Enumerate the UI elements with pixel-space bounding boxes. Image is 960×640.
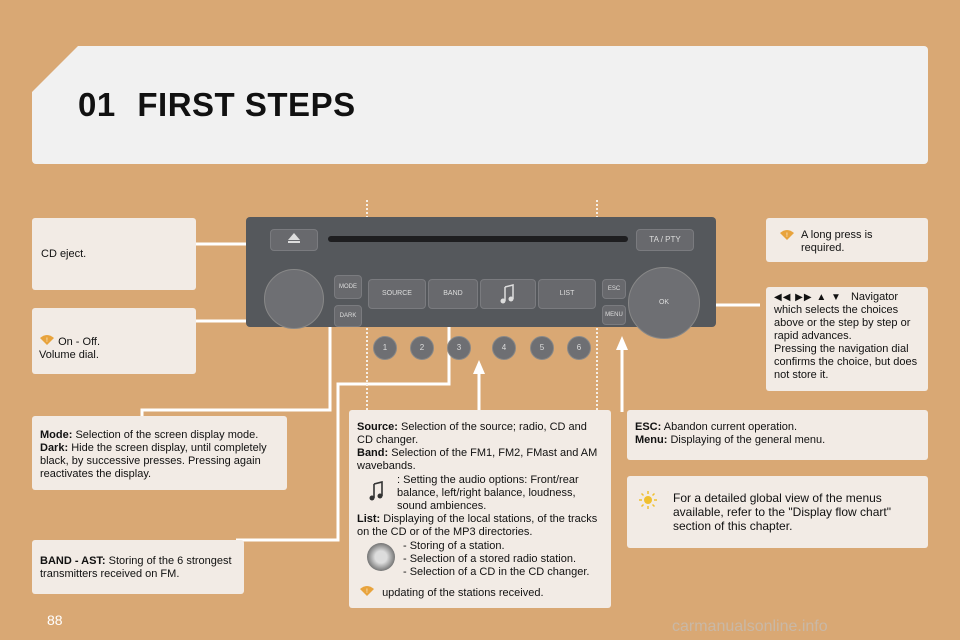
- esc-menu-card: ESC: Abandon current operation. Menu: Di…: [627, 410, 928, 460]
- navigation-dial[interactable]: OK: [628, 267, 700, 339]
- band-ast-card: BAND - AST: Storing of the 6 strongest t…: [32, 540, 244, 594]
- preset-button-2[interactable]: 2: [410, 336, 434, 360]
- select-cd-text: - Selection of a CD in the CD changer.: [403, 566, 590, 578]
- esc-text: Abandon current operation.: [663, 421, 798, 433]
- on-off-text: On - Off.: [58, 336, 101, 348]
- list-text: Displaying of the local stations, of the…: [357, 513, 598, 538]
- navigator-label: Navigator: [850, 291, 899, 303]
- ta-pty-button[interactable]: TA / PTY: [636, 229, 694, 251]
- long-press-card: ! A long press is required.: [766, 218, 928, 262]
- band-ast-label: BAND - AST:: [40, 555, 106, 567]
- preset-button-4[interactable]: 4: [492, 336, 516, 360]
- chapter-number: 01: [78, 86, 116, 123]
- select-station-text: - Selection of a stored radio station.: [403, 553, 577, 565]
- band-ast-text: Storing of the 6 strongest transmitters …: [40, 555, 232, 580]
- svg-text:!: !: [786, 233, 788, 239]
- audio-button[interactable]: [480, 279, 536, 309]
- source-label: Source:: [357, 421, 398, 433]
- volume-dial[interactable]: [264, 269, 324, 329]
- long-press-text: A long press is required.: [801, 229, 873, 254]
- preset-button-1[interactable]: 1: [373, 336, 397, 360]
- navigator-text: which selects the choices above or the s…: [774, 304, 911, 342]
- warning-icon: !: [780, 230, 794, 240]
- mode-label: Mode:: [40, 429, 73, 441]
- storing-station-text: - Storing of a station.: [403, 540, 505, 552]
- dark-button[interactable]: DARK: [334, 305, 362, 327]
- music-note-icon: [500, 284, 514, 304]
- source-card: Source: Selection of the source; radio, …: [349, 410, 611, 608]
- cd-slot: [328, 236, 628, 242]
- navigator-card: ◀◀ ▶▶ ▲ ▼ Navigator which selects the ch…: [766, 287, 928, 391]
- mode-card: Mode: Selection of the screen display mo…: [32, 416, 287, 490]
- preset-button-3[interactable]: 3: [447, 336, 471, 360]
- menu-label: Menu:: [635, 434, 668, 446]
- radio-unit: TA / PTY MODE DARK SOURCE BAND LIST ESC …: [246, 217, 716, 339]
- global-view-text: For a detailed global view of the menus …: [673, 491, 891, 533]
- global-view-card: For a detailed global view of the menus …: [627, 476, 928, 548]
- esc-label: ESC:: [635, 421, 662, 433]
- tip-lightbulb-icon: [639, 491, 657, 509]
- warning-icon: !: [360, 586, 374, 596]
- music-note-icon: [369, 480, 383, 501]
- cd-eject-card: CD eject.: [32, 218, 196, 290]
- on-off-card: ! On - Off. Volume dial.: [32, 308, 196, 374]
- menu-text: Displaying of the general menu.: [670, 434, 826, 446]
- esc-button[interactable]: ESC: [602, 279, 626, 299]
- preset-button-icon: [367, 543, 395, 571]
- title-box: [32, 46, 928, 164]
- warning-icon: !: [40, 335, 54, 345]
- source-button[interactable]: SOURCE: [368, 279, 426, 309]
- page-title: 01 FIRST STEPS: [78, 86, 356, 124]
- list-button[interactable]: LIST: [538, 279, 596, 309]
- source-text: Selection of the source; radio, CD and C…: [357, 421, 587, 446]
- menu-button[interactable]: MENU: [602, 305, 626, 325]
- dark-label: Dark:: [40, 442, 69, 454]
- list-label: List:: [357, 513, 381, 525]
- eject-icon: [288, 233, 300, 243]
- audio-options-text: : Setting the audio options: Front/rear …: [397, 474, 579, 512]
- navigation-arrows-icon: ◀◀ ▶▶ ▲ ▼: [774, 292, 842, 303]
- band-button[interactable]: BAND: [428, 279, 478, 309]
- chapter-title: FIRST STEPS: [137, 86, 356, 123]
- svg-text:!: !: [46, 338, 48, 344]
- updating-text: updating of the stations received.: [382, 587, 544, 599]
- mode-text: Selection of the screen display mode.: [75, 429, 259, 441]
- band-label: Band:: [357, 447, 389, 459]
- cd-eject-text: CD eject.: [41, 248, 87, 260]
- preset-button-6[interactable]: 6: [567, 336, 591, 360]
- preset-button-5[interactable]: 5: [530, 336, 554, 360]
- dark-text: Hide the screen display, until completel…: [40, 442, 267, 480]
- mode-button[interactable]: MODE: [334, 275, 362, 299]
- volume-dial-text: Volume dial.: [39, 349, 99, 361]
- eject-button[interactable]: [270, 229, 318, 251]
- page-number: 88: [47, 612, 63, 628]
- band-text: Selection of the FM1, FM2, FMast and AM …: [357, 447, 598, 472]
- navigator-press-text: Pressing the navigation dial confirms th…: [774, 343, 918, 381]
- watermark: carmanualsonline.info: [672, 618, 828, 635]
- svg-text:!: !: [366, 589, 368, 595]
